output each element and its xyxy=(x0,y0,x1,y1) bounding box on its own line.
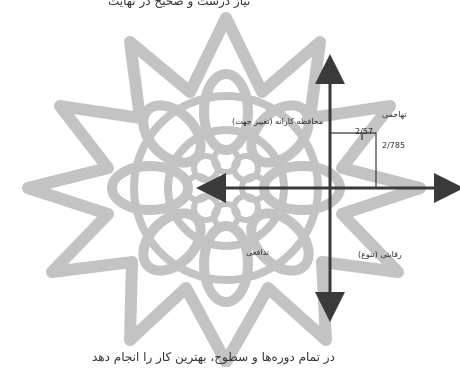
background-rosette xyxy=(28,18,420,362)
label-defensive: تدافعی xyxy=(246,248,269,257)
value-x-label: 2/57 xyxy=(355,127,373,136)
label-aggressive: تهاجمی xyxy=(382,110,407,119)
bottom-text-fragment: در تمام دوره‌ها و سطوح، بهترین کار را ان… xyxy=(92,350,335,364)
label-conservative: محافظه کارانه (تغییر جهت) xyxy=(232,117,323,126)
label-competitive: رقابتی (تنوع) xyxy=(358,250,402,259)
value-y-label: 2/785 xyxy=(382,141,405,150)
top-text-fragment: نیاز درست و صحیح در نهایت xyxy=(108,0,250,8)
